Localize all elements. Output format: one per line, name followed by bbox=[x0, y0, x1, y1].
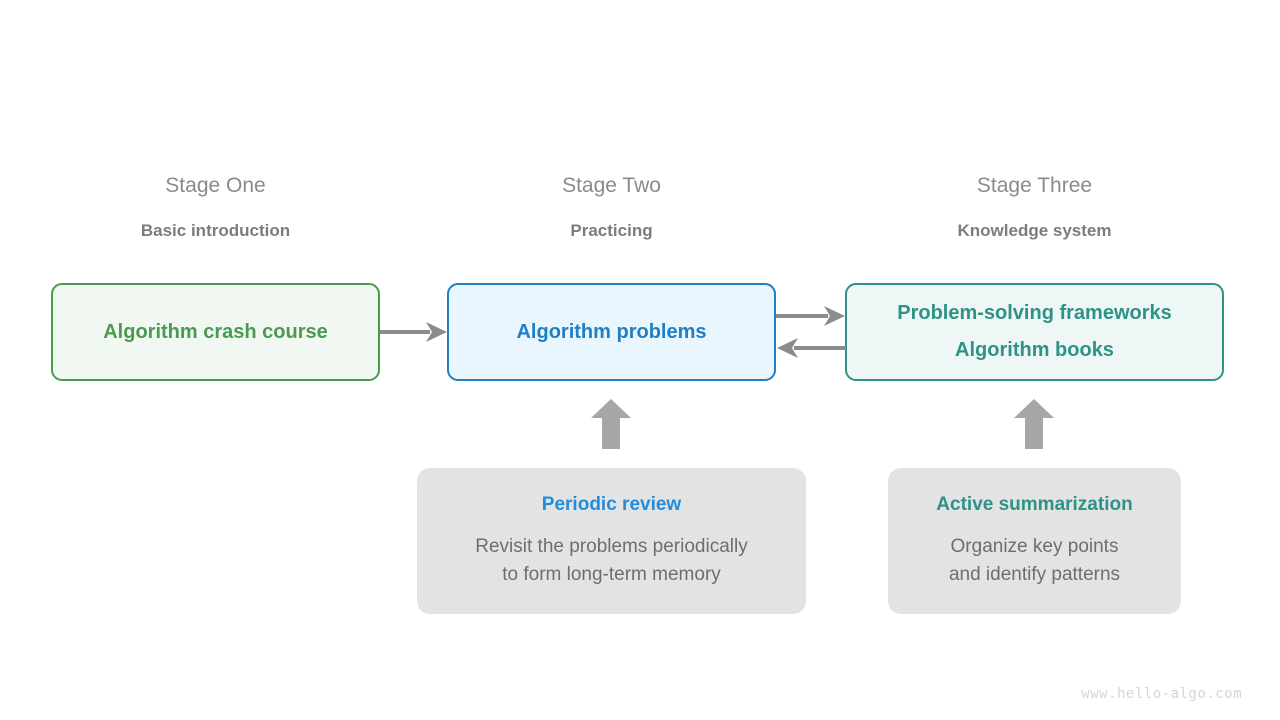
support-box-active-summarization[interactable]: Active summarization Organize key points… bbox=[888, 468, 1181, 614]
stage-three-subtitle: Knowledge system bbox=[957, 221, 1112, 240]
support-box-periodic-review-description: Revisit the problems periodically to for… bbox=[475, 536, 748, 585]
support-box-active-summarization-description: Organize key points and identify pattern… bbox=[948, 536, 1121, 585]
stage-one-subtitle: Basic introduction bbox=[140, 221, 291, 240]
stage-box-three-label-line1: Problem-solving frameworks bbox=[897, 302, 1172, 324]
stage-header-two: Stage Two Practicing bbox=[447, 173, 776, 242]
stage-one-name: Stage One bbox=[165, 174, 266, 197]
stage-two-name: Stage Two bbox=[562, 174, 661, 197]
stage-box-one-label-line1: Algorithm crash course bbox=[103, 320, 328, 343]
arrow-periodic-review-to-stage-two bbox=[591, 399, 631, 449]
arrow-stage-two-to-stage-three bbox=[776, 306, 845, 326]
support-box-active-summarization-title: Active summarization bbox=[936, 494, 1133, 515]
support-box-periodic-review[interactable]: Periodic review Revisit the problems per… bbox=[417, 468, 806, 614]
watermark: www.hello-algo.com bbox=[1081, 686, 1242, 702]
stage-header-three: Stage Three Knowledge system bbox=[845, 173, 1224, 242]
stage-three-name: Stage Three bbox=[976, 174, 1093, 197]
support-box-periodic-review-title: Periodic review bbox=[541, 494, 682, 515]
stage-box-problem-solving-frameworks[interactable]: Problem-solving frameworks Algorithm boo… bbox=[845, 283, 1224, 381]
stage-box-two-label-line1: Algorithm problems bbox=[516, 320, 707, 343]
stage-header-one: Stage One Basic introduction bbox=[51, 173, 380, 242]
arrow-stage-three-to-stage-two bbox=[777, 338, 846, 358]
stage-box-three-label-line2: Algorithm books bbox=[955, 339, 1114, 361]
stage-box-algorithm-crash-course[interactable]: Algorithm crash course bbox=[51, 283, 380, 381]
stage-box-algorithm-problems[interactable]: Algorithm problems bbox=[447, 283, 776, 381]
arrow-active-summarization-to-stage-three bbox=[1014, 399, 1054, 449]
arrow-stage-one-to-stage-two bbox=[380, 322, 447, 342]
stage-two-subtitle: Practicing bbox=[570, 221, 653, 240]
